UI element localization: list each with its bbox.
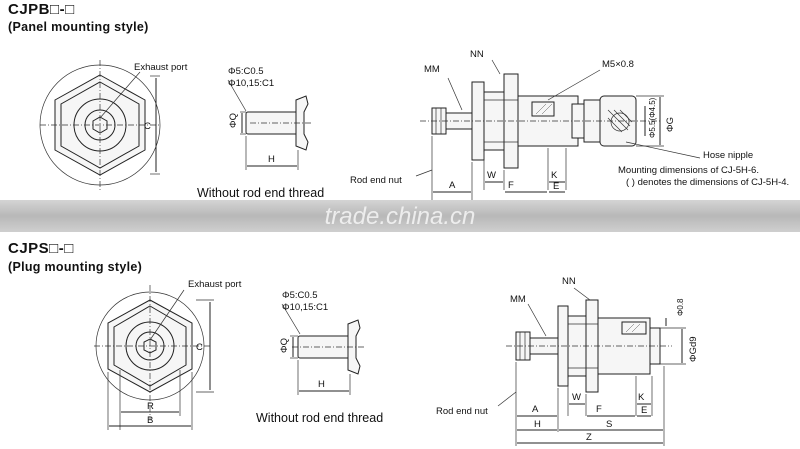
panel-dim-e: E: [553, 181, 559, 192]
plug-end-view: [94, 285, 214, 430]
panel-dim-a: A: [449, 180, 456, 191]
watermark-band: [0, 200, 800, 232]
plug-dim-z: Z: [586, 432, 592, 443]
panel-exhaust-port-label: Exhaust port: [134, 62, 188, 73]
watermark-text: trade.china.cn: [324, 203, 476, 230]
plug-dim-r: R: [147, 401, 154, 412]
plug-dim-s: S: [606, 419, 612, 430]
panel-port-thread: M5×0.8: [602, 59, 634, 70]
plug-dim-08: Φ0.8: [676, 298, 685, 316]
plug-label-mm: MM: [510, 294, 526, 305]
panel-chamfer2: Φ10,15:C1: [228, 78, 274, 89]
plug-label-nn: NN: [562, 276, 576, 287]
plug-dim-c: C: [196, 342, 203, 353]
plug-dim-gd9: ΦGd9: [688, 336, 699, 362]
plug-dim-k: K: [638, 392, 645, 403]
panel-model-title: CJPB□-□: [8, 1, 75, 18]
plug-dim-q: ΦQ: [279, 338, 290, 353]
panel-label-mm: MM: [424, 64, 440, 75]
plug-chamfer2: Φ10,15:C1: [282, 302, 328, 313]
plug-dim-h: H: [534, 419, 541, 430]
panel-note1: Mounting dimensions of CJ-5H-6.: [618, 165, 759, 176]
plug-rod-end-nut: Rod end nut: [436, 406, 488, 417]
plug-dim-a: A: [532, 404, 539, 415]
panel-label-nn: NN: [470, 49, 484, 60]
panel-note2: ( ) denotes the dimensions of CJ-5H-4.: [626, 177, 789, 188]
panel-dim-k: K: [551, 170, 558, 181]
panel-style-subtitle: (Panel mounting style): [8, 20, 149, 34]
panel-nipple-d1: Φ5.5(Φ4.5): [648, 97, 657, 138]
panel-dim-f: F: [508, 180, 514, 191]
panel-rod-caption: Without rod end thread: [197, 186, 325, 200]
plug-rod-caption: Without rod end thread: [256, 411, 384, 425]
panel-dim-h: H: [268, 154, 275, 165]
panel-dim-g: ΦG: [665, 117, 676, 132]
panel-rod-detail: [227, 79, 312, 170]
plug-chamfer1: Φ5:C0.5: [282, 290, 318, 301]
panel-dim-w: W: [487, 170, 496, 181]
panel-rod-end-nut: Rod end nut: [350, 175, 402, 186]
panel-chamfer1: Φ5:C0.5: [228, 66, 264, 77]
plug-side-view: [497, 287, 686, 446]
plug-dim-e: E: [641, 405, 647, 416]
plug-dim-h: H: [318, 379, 325, 390]
panel-dim-c: C: [144, 121, 151, 132]
panel-hose-nipple: Hose nipple: [703, 150, 753, 161]
plug-dim-b: B: [147, 415, 153, 426]
plug-rod-detail: [281, 303, 366, 395]
panel-end-view: [39, 60, 161, 190]
plug-dim-f: F: [596, 404, 602, 415]
plug-style-subtitle: (Plug mounting style): [8, 260, 143, 274]
plug-model-title: CJPS□-□: [8, 240, 74, 257]
panel-dim-q: ΦQ: [228, 113, 239, 128]
panel-side-view: [415, 59, 701, 200]
plug-exhaust-port-label: Exhaust port: [188, 279, 242, 290]
plug-dim-w: W: [572, 392, 581, 403]
